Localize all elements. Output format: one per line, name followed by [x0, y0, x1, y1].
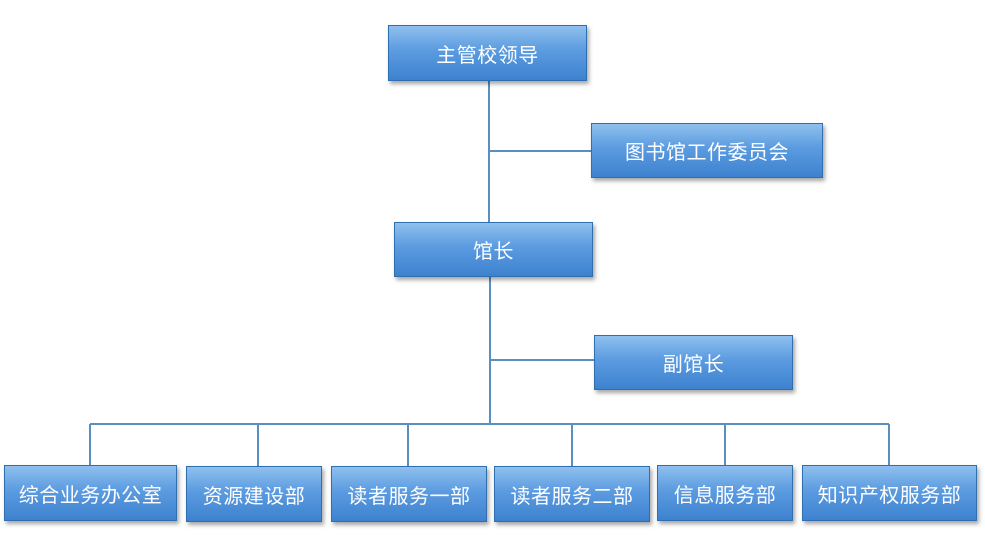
node-department-3: 读者服务一部 — [331, 466, 487, 522]
node-label: 主管校领导 — [436, 42, 539, 67]
node-department-4: 读者服务二部 — [494, 466, 650, 522]
node-label: 读者服务二部 — [510, 483, 634, 508]
node-library-committee: 图书馆工作委员会 — [591, 123, 823, 178]
node-label: 信息服务部 — [673, 482, 777, 507]
node-department-1: 综合业务办公室 — [4, 465, 177, 521]
node-label: 馆长 — [473, 239, 514, 263]
node-label: 读者服务一部 — [347, 483, 471, 508]
node-deputy-director: 副馆长 — [594, 335, 793, 390]
node-department-5: 信息服务部 — [657, 465, 793, 521]
node-label: 资源建设部 — [202, 483, 306, 508]
node-department-6: 知识产权服务部 — [802, 465, 977, 521]
node-director: 馆长 — [394, 222, 593, 277]
node-top-leader: 主管校领导 — [388, 25, 587, 81]
node-label: 图书馆工作委员会 — [625, 140, 789, 164]
node-label: 知识产权服务部 — [817, 482, 962, 507]
node-label: 副馆长 — [662, 352, 725, 376]
node-department-2: 资源建设部 — [186, 466, 322, 522]
node-label: 综合业务办公室 — [18, 482, 163, 507]
